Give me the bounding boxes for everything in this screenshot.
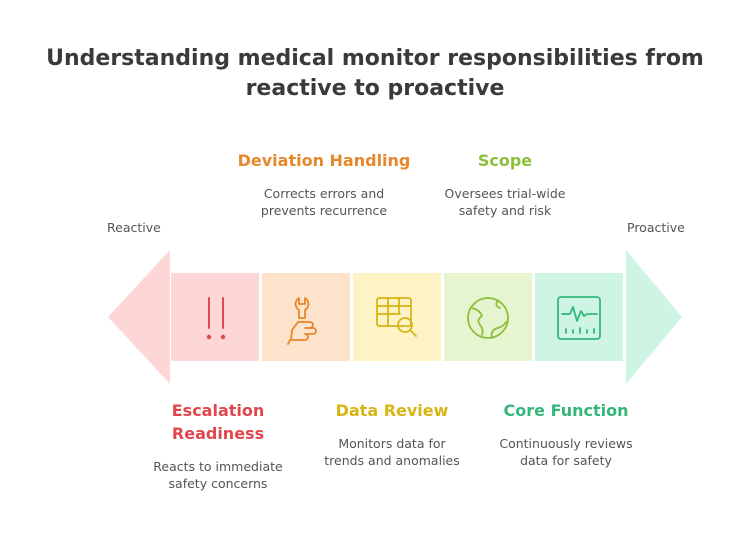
desc-scope: Oversees trial-wide safety and risk (444, 186, 566, 218)
segment-data-review (353, 273, 441, 361)
arrow-tail-left (108, 250, 170, 384)
page-title: Understanding medical monitor responsibi… (46, 46, 704, 101)
wrench-hand-icon (287, 297, 317, 345)
segment-scope (444, 273, 532, 361)
arrow-head-right (626, 250, 682, 384)
heading-core-function: Core Function (503, 401, 629, 420)
desc-data-review: Monitors data for trends and anomalies (324, 436, 460, 468)
desc-escalation-readiness: Reacts to immediate safety concerns (153, 459, 283, 491)
heading-data-review: Data Review (335, 401, 449, 420)
double-exclamation-icon (206, 297, 226, 340)
heading-scope: Scope (477, 151, 533, 170)
monitor-waveform-icon (557, 296, 601, 340)
proactive-label: Proactive (627, 220, 685, 235)
desc-deviation-handling: Corrects errors and prevents recurrence (260, 186, 388, 218)
globe-icon (467, 297, 509, 339)
desc-core-function: Continuously reviews data for safety (499, 436, 633, 468)
segment-deviation (262, 273, 350, 361)
reactive-label: Reactive (107, 220, 161, 235)
table-search-icon (376, 297, 417, 337)
heading-escalation-readiness: Escalation Readiness (171, 401, 265, 443)
segment-escalation (171, 273, 259, 361)
heading-deviation-handling: Deviation Handling (237, 151, 411, 170)
